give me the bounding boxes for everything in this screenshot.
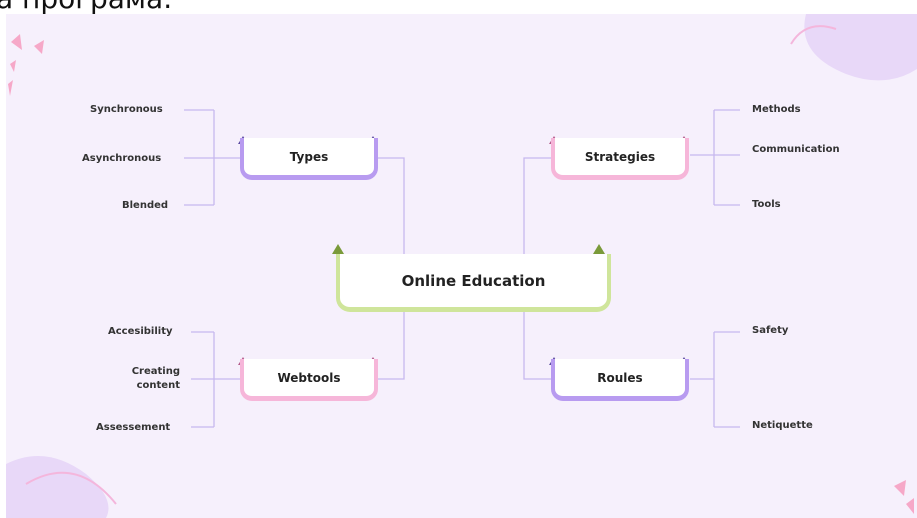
leaf-communication: Communication	[752, 144, 840, 155]
decor-triangle-5	[894, 480, 906, 496]
decor-arc-top-right	[790, 25, 837, 45]
leaf-asynchronous: Asynchronous	[82, 153, 162, 164]
leaf-accesibility: Accesibility	[108, 326, 173, 337]
leaf-methods: Methods	[752, 104, 801, 115]
decor-blob-top-right	[804, 14, 917, 81]
leaf-netiquette: Netiquette	[752, 420, 813, 431]
central-corner-triangle-left	[332, 244, 344, 254]
decor-blob-bottom-left	[6, 456, 109, 518]
decor-arc-bottom-left	[25, 471, 117, 505]
leaf-blended: Blended	[122, 200, 169, 211]
leaf-synchronous: Synchronous	[90, 104, 163, 115]
decor-triangle-2	[34, 40, 44, 54]
leaf-tools: Tools	[752, 199, 781, 210]
central-corner-triangle-right	[593, 244, 605, 254]
connector-lines	[6, 14, 917, 518]
decor-triangle-6	[906, 498, 914, 514]
leaf-creating-content: Creating content	[131, 366, 180, 391]
decor-triangle-4	[8, 80, 13, 96]
branch-roules: Roules	[551, 359, 689, 401]
branch-strategies: Strategies	[551, 138, 689, 180]
branch-webtools: Webtools	[240, 359, 378, 401]
branch-types: Types	[240, 138, 378, 180]
mind-map-canvas: Online Education Types Synchronous Async…	[6, 14, 917, 518]
leaf-safety: Safety	[752, 325, 789, 336]
top-caption: а програма.	[0, 0, 172, 15]
decor-triangle-3	[10, 60, 16, 72]
decor-triangle-1	[11, 34, 22, 50]
central-topic: Online Education	[336, 254, 611, 312]
leaf-assessement: Assessement	[96, 422, 171, 433]
